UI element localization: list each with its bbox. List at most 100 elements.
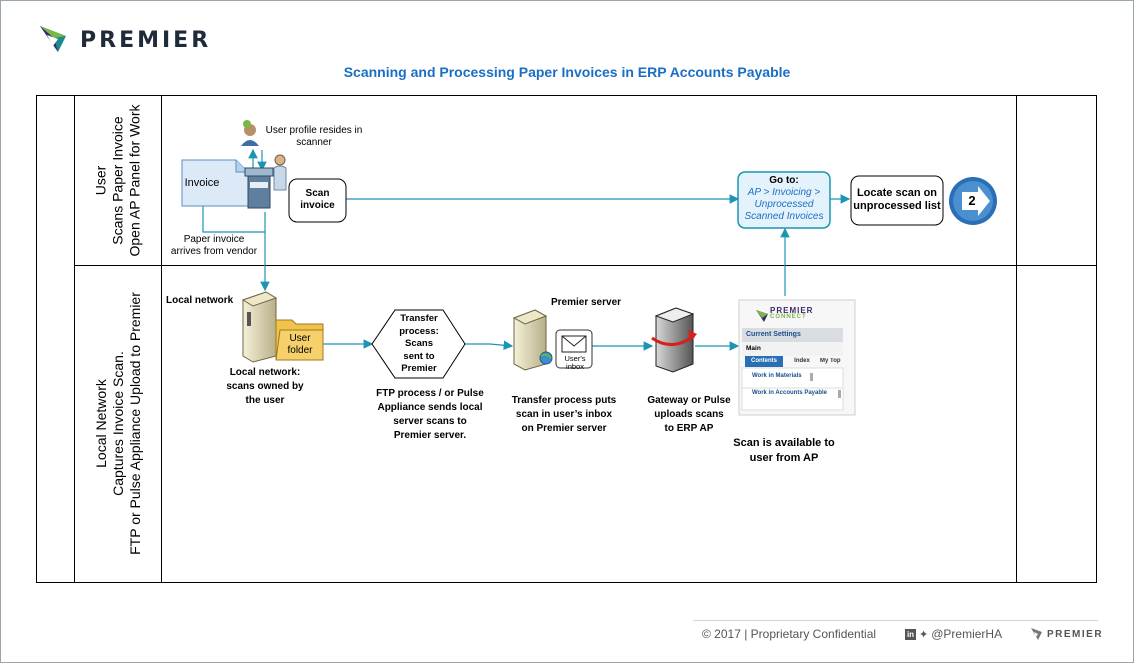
- inbox-envelope-icon: [555, 329, 593, 369]
- lane-label-network: Local Network Captures Invoice Scan. FTP…: [74, 265, 162, 582]
- premier-logo-mark-icon: [40, 26, 66, 52]
- scan-invoice-line2: invoice: [300, 200, 335, 211]
- connect-main: Main: [746, 345, 761, 352]
- lane-network-line1: Local Network: [92, 379, 109, 468]
- transfer-line5: Premier: [401, 363, 437, 374]
- transfer-caption-line2: scan in user’s inbox: [515, 409, 613, 420]
- scan-invoice-box: [288, 178, 347, 223]
- connect-brand-main: PREMIER: [770, 306, 814, 315]
- user-folder-line1: User: [289, 333, 311, 344]
- invoice-document-icon: [181, 159, 249, 207]
- gateway-caption-line3: to ERP AP: [664, 423, 714, 434]
- local-caption-line2: scans owned by: [226, 381, 304, 392]
- premier-server-icon: [512, 309, 553, 371]
- locate-scan-text: Locate scan on unprocessed list: [851, 187, 943, 213]
- ftp-caption-line4: Premier server.: [393, 430, 467, 441]
- connect-brand: PREMIER CONNECT: [770, 307, 840, 321]
- footer-logo: PREMIER: [1030, 627, 1103, 641]
- arrow-paper-to-scanner: [202, 205, 265, 233]
- connect-tab-contents[interactable]: Contents: [751, 358, 777, 364]
- locate-line1: Locate scan on: [856, 187, 938, 199]
- lane-network-line2: Captures Invoice Scan.: [109, 351, 126, 496]
- connect-tab-index[interactable]: Index: [794, 358, 810, 364]
- connect-link-accounts-payable[interactable]: Work in Accounts Payable: [752, 390, 828, 396]
- page-title: Scanning and Processing Paper Invoices i…: [343, 64, 791, 80]
- goto-path-1: AP > Invoicing >: [747, 187, 821, 198]
- gateway-icon: [651, 307, 697, 373]
- footer-logo-text: PREMIER: [1047, 628, 1104, 640]
- local-network-caption: Local network: scans owned by the user: [210, 366, 320, 408]
- next-step-number: 2: [968, 193, 976, 208]
- profile-note: User profile resides in scanner: [262, 125, 366, 149]
- local-caption-line3: the user: [245, 395, 285, 406]
- linkedin-icon[interactable]: in: [905, 628, 916, 640]
- transfer-line1: Transfer: [400, 313, 438, 324]
- footer-copyright: © 2017 | Proprietary Confidential: [702, 627, 877, 641]
- footer-social: in ✦ @PremierHA: [905, 627, 1002, 641]
- locate-scan-box: [850, 175, 944, 226]
- connector-arrows: [202, 148, 851, 351]
- goto-head: Go to:: [769, 175, 799, 186]
- connect-current-settings: Current Settings: [746, 331, 801, 338]
- profile-note-line1: User profile resides in: [265, 125, 363, 136]
- goto-path-2: Unprocessed: [754, 199, 814, 210]
- invoice-doc-label: Invoice: [184, 177, 220, 189]
- premier-logo: PREMIER: [36, 20, 211, 60]
- premier-server-label: Premier server: [550, 297, 622, 308]
- user-profile-icon: [241, 120, 259, 146]
- gateway-caption-line2: uploads scans: [654, 409, 724, 420]
- arrow-transfer-to-server: [465, 340, 514, 351]
- scan-available-line2: user from AP: [749, 452, 819, 464]
- ftp-caption-line2: Appliance sends local: [377, 402, 483, 413]
- gateway-caption-line1: Gateway or Pulse: [647, 395, 731, 406]
- footer-handle[interactable]: @PremierHA: [931, 627, 1003, 641]
- users-inbox-line1: User's: [564, 354, 586, 363]
- user-folder-label: User folder: [280, 333, 320, 357]
- ftp-caption-line1: FTP process / or Pulse: [376, 388, 484, 399]
- user-folder-line2: folder: [287, 345, 313, 356]
- local-network-label: Local network: [166, 295, 234, 306]
- local-caption-line1: Local network:: [229, 367, 301, 378]
- transfer-line4: sent to: [403, 350, 435, 362]
- transfer-process-text: Transfer process: Scans sent to Premier: [380, 313, 458, 376]
- paper-arrives-caption: Paper invoice arrives from vendor: [156, 234, 272, 258]
- transfer-line3: Scans: [405, 338, 433, 349]
- goto-path-3: Scanned Invoices: [744, 211, 824, 222]
- transfer-caption-line1: Transfer process puts: [511, 395, 617, 406]
- twitter-icon[interactable]: ✦: [919, 628, 929, 641]
- lane-user-line2: Scans Paper Invoice: [109, 115, 126, 245]
- transfer-caption: Transfer process puts scan in user’s inb…: [500, 394, 628, 436]
- goto-box: [737, 171, 831, 229]
- gateway-caption: Gateway or Pulse uploads scans to ERP AP: [634, 394, 744, 436]
- scan-available-caption: Scan is available to user from AP: [720, 436, 848, 466]
- ftp-process-caption: FTP process / or Pulse Appliance sends l…: [360, 387, 500, 443]
- transfer-caption-line3: on Premier server: [521, 423, 607, 434]
- users-inbox-label: User's inbox: [558, 355, 592, 371]
- lane-network-line3: FTP or Pulse Appliance Upload to Premier: [126, 292, 143, 555]
- transfer-process-shape: [371, 309, 466, 379]
- footer-divider: [693, 620, 1098, 621]
- footer-logo-mark-icon: [1031, 628, 1042, 640]
- profile-note-line2: scanner: [296, 137, 332, 148]
- connect-tab-my-top[interactable]: My Top: [820, 358, 841, 364]
- users-inbox-line2: inbox: [566, 362, 584, 371]
- locate-line2: unprocessed list: [853, 200, 941, 212]
- paper-arrives-line1: Paper invoice: [183, 234, 245, 245]
- scan-invoice-text: Scan invoice: [289, 188, 346, 212]
- ftp-caption-line3: server scans to: [393, 416, 467, 427]
- lane-user-line3: Open AP Panel for Work: [126, 103, 143, 257]
- lane-user-line1: User: [92, 165, 109, 195]
- premier-connect-screenshot: [738, 299, 856, 416]
- paper-arrives-line2: arrives from vendor: [170, 246, 258, 257]
- scan-available-line1: Scan is available to: [733, 437, 835, 449]
- local-server-icon: [241, 291, 278, 363]
- goto-text: Go to: AP > Invoicing > Unprocessed Scan…: [738, 175, 830, 223]
- next-step-icon: [949, 177, 997, 225]
- user-folder-icon: [275, 319, 324, 361]
- lane-label-user: User Scans Paper Invoice Open AP Panel f…: [74, 95, 162, 265]
- connect-brand-sub: CONNECT: [770, 314, 807, 320]
- logo-text: PREMIER: [80, 27, 212, 53]
- scanner-user-icon: [244, 154, 287, 209]
- connect-link-materials[interactable]: Work in Materials: [752, 373, 802, 379]
